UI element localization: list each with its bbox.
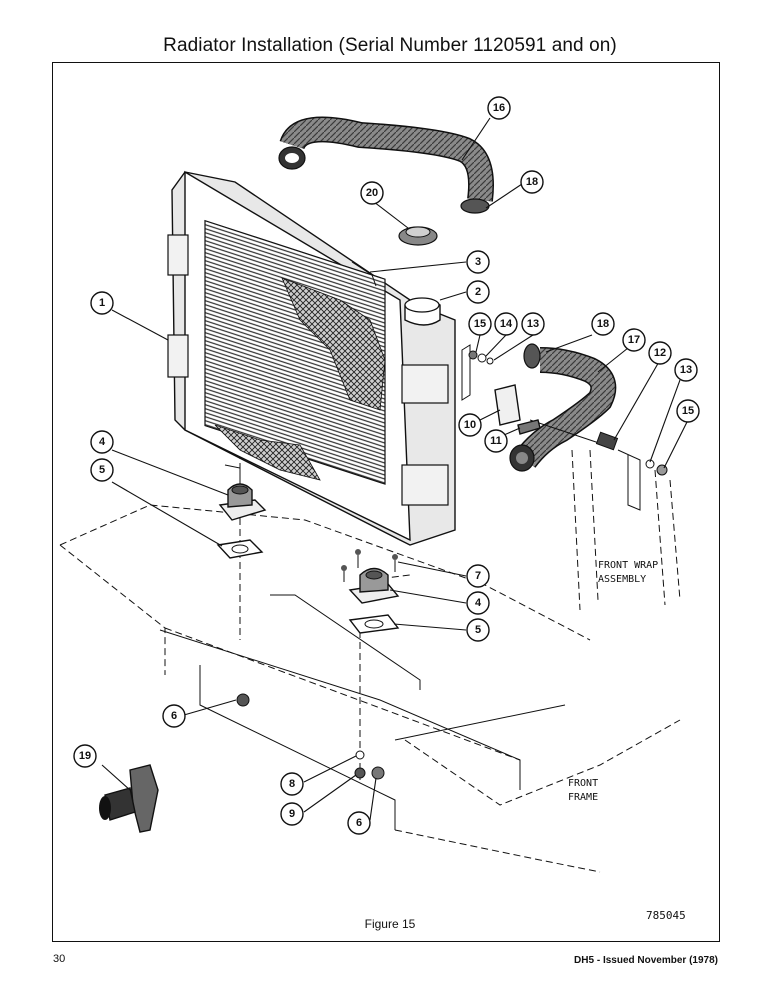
callout-15-right: 15 <box>676 399 700 423</box>
callout-6-left: 6 <box>162 704 186 728</box>
callout-7: 7 <box>466 564 490 588</box>
callout-10: 10 <box>458 413 482 437</box>
callout-9: 9 <box>280 802 304 826</box>
svg-text:11: 11 <box>490 435 502 447</box>
front-wrap-label-2: ASSEMBLY <box>598 574 646 585</box>
svg-text:13: 13 <box>527 318 539 330</box>
callout-4-left: 4 <box>90 430 114 454</box>
radiator-cap <box>398 226 438 246</box>
upper-hose <box>278 116 494 214</box>
callout-12: 12 <box>648 341 672 365</box>
callout-6-right: 6 <box>347 811 371 835</box>
lower-hose <box>509 343 617 472</box>
figure-caption: Figure 15 <box>364 917 416 931</box>
callout-11: 11 <box>484 429 508 453</box>
svg-text:10: 10 <box>464 419 476 431</box>
front-wrap-label-1: FRONT WRAP <box>598 560 658 571</box>
left-mount <box>216 483 267 559</box>
fasteners <box>236 693 385 780</box>
svg-text:5: 5 <box>99 464 105 476</box>
callout-18-upper: 18 <box>520 170 544 194</box>
svg-text:2: 2 <box>475 286 481 298</box>
callout-15-mid: 15 <box>468 312 492 336</box>
pipe-and-bracket <box>461 344 668 511</box>
svg-text:6: 6 <box>356 817 362 829</box>
drain-fitting <box>99 764 159 833</box>
svg-text:4: 4 <box>475 597 482 609</box>
callout-13-right: 13 <box>674 358 698 382</box>
svg-text:18: 18 <box>526 176 538 188</box>
svg-text:12: 12 <box>654 347 666 359</box>
footer-issue: DH5 - Issued November (1978) <box>574 955 718 966</box>
callout-8: 8 <box>280 772 304 796</box>
front-frame-label-1: FRONT <box>568 778 598 789</box>
callout-2: 2 <box>466 280 490 304</box>
callout-17: 17 <box>622 328 646 352</box>
svg-text:4: 4 <box>99 436 106 448</box>
svg-text:13: 13 <box>680 364 692 376</box>
callout-13-mid: 13 <box>521 312 545 336</box>
svg-text:8: 8 <box>289 778 295 790</box>
svg-text:19: 19 <box>79 750 91 762</box>
callout-19: 19 <box>73 744 97 768</box>
svg-text:1: 1 <box>99 297 105 309</box>
callout-18-lower: 18 <box>591 312 615 336</box>
svg-text:18: 18 <box>597 318 609 330</box>
callout-5-left: 5 <box>90 458 114 482</box>
svg-text:14: 14 <box>500 318 513 330</box>
page-title: Radiator Installation (Serial Number 112… <box>163 35 617 56</box>
callout-14: 14 <box>494 312 518 336</box>
callout-4-right: 4 <box>466 591 490 615</box>
front-frame-label-2: FRAME <box>568 792 598 803</box>
callout-1: 1 <box>90 291 114 315</box>
svg-text:5: 5 <box>475 624 481 636</box>
callout-3: 3 <box>466 250 490 274</box>
svg-text:15: 15 <box>682 405 694 417</box>
callout-20: 20 <box>360 181 384 205</box>
svg-text:7: 7 <box>475 570 481 582</box>
callout-16-upper: 16 <box>487 96 511 120</box>
figure-frame <box>52 62 720 942</box>
svg-text:15: 15 <box>474 318 486 330</box>
svg-text:17: 17 <box>628 334 640 346</box>
right-mount <box>341 549 400 634</box>
page-number: 30 <box>53 953 66 965</box>
leader-lines <box>101 117 689 821</box>
radiator <box>167 170 456 546</box>
svg-text:16: 16 <box>493 102 505 114</box>
svg-text:9: 9 <box>289 808 295 820</box>
svg-text:3: 3 <box>475 256 481 268</box>
svg-text:20: 20 <box>366 187 378 199</box>
svg-text:6: 6 <box>171 710 177 722</box>
callout-5-right: 5 <box>466 618 490 642</box>
drawing-number: 785045 <box>646 909 686 922</box>
